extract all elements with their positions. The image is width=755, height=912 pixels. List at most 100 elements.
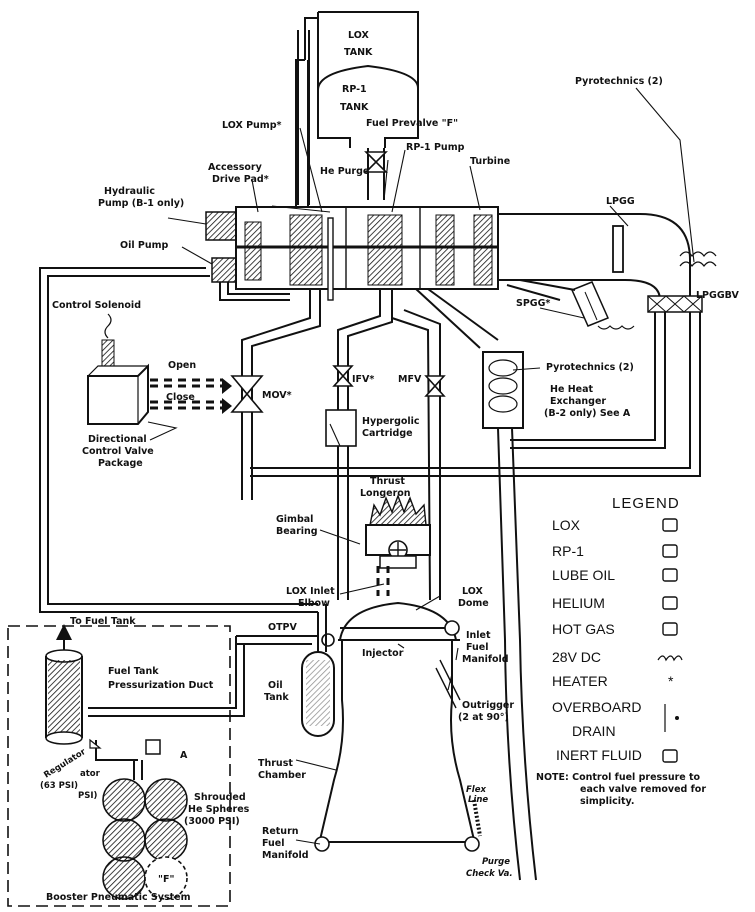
fuel-prevalve-label: Fuel Prevalve "F" <box>366 118 458 129</box>
oil-pump-label: Oil Pump <box>120 240 169 251</box>
turbine-label: Turbine <box>470 156 510 167</box>
dcv-label-3: Package <box>98 458 143 469</box>
return-fuel-manifold-label-2: Fuel <box>262 838 284 849</box>
flex-line-label: Flex <box>466 785 486 795</box>
legend-symbols <box>657 518 683 763</box>
lox-tank <box>317 11 419 91</box>
inlet-fuel-manifold-label: Inlet <box>466 630 491 641</box>
lpggbv-valve <box>647 295 703 313</box>
return-fuel-manifold-label: Return <box>262 826 299 837</box>
otpv-label: OTPV <box>268 622 298 633</box>
fuel-tank-pressurization-duct <box>45 649 83 745</box>
fuel-tank-duct-label: Fuel Tank <box>108 666 159 677</box>
turbopump-housing <box>205 206 499 301</box>
thrust-chamber <box>314 640 480 852</box>
legend-heater: HEATER <box>552 673 608 689</box>
legend-drain: DRAIN <box>572 723 616 739</box>
legend-overboard: OVERBOARD <box>552 699 641 715</box>
control-solenoid-label: Control Solenoid <box>52 300 141 311</box>
regulator-psi-fragment: PSI) <box>78 791 98 801</box>
regulator-label-fragment: ator <box>80 769 101 779</box>
lox-dome-label: LOX <box>462 586 483 597</box>
fuel-tank-duct-label-2: Pressurization Duct <box>108 680 214 691</box>
a-mark-label: A <box>180 750 188 761</box>
flex-line-label-2: Line <box>468 795 488 805</box>
lox-dome-label-2: Dome <box>458 598 489 609</box>
directional-control-valve-package <box>87 313 222 425</box>
spgg <box>570 281 635 330</box>
lox-inlet-label-2: Elbow <box>298 598 330 609</box>
legend-rp1: RP-1 <box>552 543 584 559</box>
dcv-label-2: Control Valve <box>82 446 154 457</box>
inlet-fuel-manifold-label-3: Manifold <box>462 654 509 665</box>
he-spheres <box>102 778 188 900</box>
hydraulic-pump-label-2: Pump (B-1 only) <box>98 198 184 209</box>
legend-lube-oil: LUBE OIL <box>552 567 615 583</box>
thrust-chamber-label: Thrust <box>258 758 293 769</box>
oil-tank <box>301 651 335 737</box>
legend-helium: HELIUM <box>552 595 605 611</box>
inlet-fuel-manifold-label-2: Fuel <box>466 642 488 653</box>
lpggbv-label: LPGGBV <box>696 290 739 301</box>
ifv-valve <box>332 365 354 387</box>
gimbal-assembly <box>365 494 431 569</box>
open-label: Open <box>168 360 196 371</box>
pyrotechnics-top-label: Pyrotechnics (2) <box>575 76 663 87</box>
purge-check-label: Purge <box>482 857 510 867</box>
hypergolic-cartridge <box>325 409 357 447</box>
mov-label: MOV* <box>262 390 292 401</box>
rp1-tank-label-2: TANK <box>340 102 369 113</box>
legend-inert-fluid: INERT FLUID <box>556 747 642 763</box>
lox-tank-label: LOX <box>348 30 369 41</box>
oil-tank-label: Oil <box>268 680 283 691</box>
thrust-chamber-label-2: Chamber <box>258 770 306 781</box>
he-spheres-label: Shrouded <box>194 792 246 803</box>
lox-inlet-label: LOX Inlet <box>286 586 335 597</box>
outrigger-label: Outrigger <box>462 700 514 711</box>
he-heat-exchanger-label-3: (B-2 only) See A <box>544 408 631 419</box>
lpgg-label: LPGG <box>606 196 635 207</box>
he-spheres-label-2: He Spheres <box>188 804 250 815</box>
he-spheres-label-3: (3000 PSI) <box>184 816 240 827</box>
rp1-tank <box>317 88 419 148</box>
return-fuel-manifold-label-3: Manifold <box>262 850 309 861</box>
legend-title: LEGEND <box>612 495 680 512</box>
accessory-drive-label: Accessory <box>208 162 263 173</box>
lox-tank-label-2: TANK <box>344 47 373 58</box>
he-purge-label: He Purge <box>320 166 369 177</box>
rp1-tank-label: RP-1 <box>342 84 367 95</box>
pyrotechnics-right-label: Pyrotechnics (2) <box>546 362 634 373</box>
purge-check-label-2: Check Va. <box>466 869 513 879</box>
he-heat-exchanger <box>482 351 524 429</box>
ifv-label: IFV* <box>352 374 374 385</box>
accessory-drive-label-2: Drive Pad* <box>212 174 269 185</box>
regulator-psi-label: (63 PSI) <box>40 781 78 791</box>
thrust-longeron-label: Thrust <box>370 476 405 487</box>
note-line-2: each valve removed for <box>580 784 706 795</box>
outrigger-label-2: (2 at 90°) <box>458 712 509 723</box>
he-heat-exchanger-label: He Heat <box>550 384 594 395</box>
spgg-label: SPGG* <box>516 298 550 309</box>
booster-pneumatic-label: Booster Pneumatic System <box>46 892 191 903</box>
mov-valve <box>222 375 264 414</box>
lox-pump-label: LOX Pump* <box>222 120 282 131</box>
f-sphere-label: "F" <box>158 874 174 885</box>
thrust-longeron-label-2: Longeron <box>360 488 411 499</box>
legend-28v-dc: 28V DC <box>552 649 601 665</box>
rp1-pump-label: RP-1 Pump <box>406 142 465 153</box>
mfv-label: MFV <box>398 374 422 385</box>
booster-pneumatic-system-box <box>7 625 231 907</box>
gimbal-label: Gimbal <box>276 514 313 525</box>
hydraulic-pump-label: Hydraulic <box>104 186 155 197</box>
gimbal-label-2: Bearing <box>276 526 318 537</box>
to-fuel-tank-label: To Fuel Tank <box>70 616 136 627</box>
legend-lox: LOX <box>552 517 581 533</box>
mfv-valve <box>424 375 446 397</box>
he-heat-exchanger-label-2: Exchanger <box>550 396 606 407</box>
note-line-1: NOTE: Control fuel pressure to <box>536 772 701 783</box>
injector-label: Injector <box>362 648 404 659</box>
legend-hot-gas: HOT GAS <box>552 621 615 637</box>
fuel-prevalve <box>364 151 388 173</box>
dcv-label: Directional <box>88 434 147 445</box>
